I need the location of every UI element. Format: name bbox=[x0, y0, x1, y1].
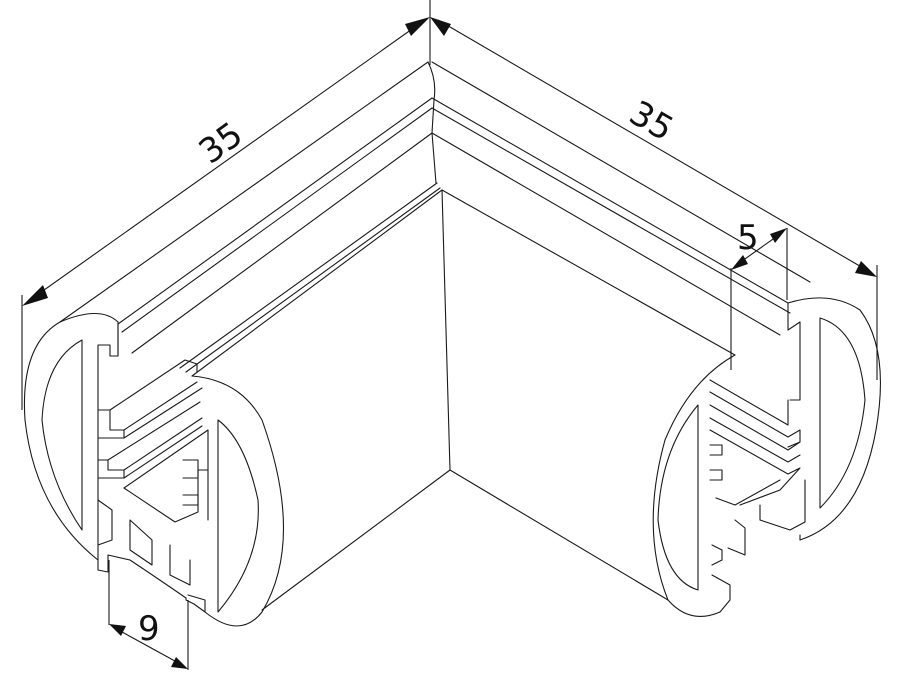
dimension-bottom-9: 9 bbox=[108, 560, 189, 670]
left-arm-top-edges bbox=[59, 61, 443, 377]
right-profile-section bbox=[652, 297, 881, 617]
miter-seam bbox=[261, 61, 669, 611]
dimension-flange-5: 5 bbox=[730, 218, 788, 370]
left-profile-section bbox=[23, 313, 284, 627]
dim-label-left: 35 bbox=[192, 114, 251, 172]
right-arm-top-edges bbox=[431, 61, 811, 356]
dimension-right-35: 35 bbox=[430, 17, 878, 380]
dim-label-bottom: 9 bbox=[138, 609, 160, 649]
dim-label-flange: 5 bbox=[737, 218, 759, 258]
dim-label-right: 35 bbox=[623, 93, 680, 149]
